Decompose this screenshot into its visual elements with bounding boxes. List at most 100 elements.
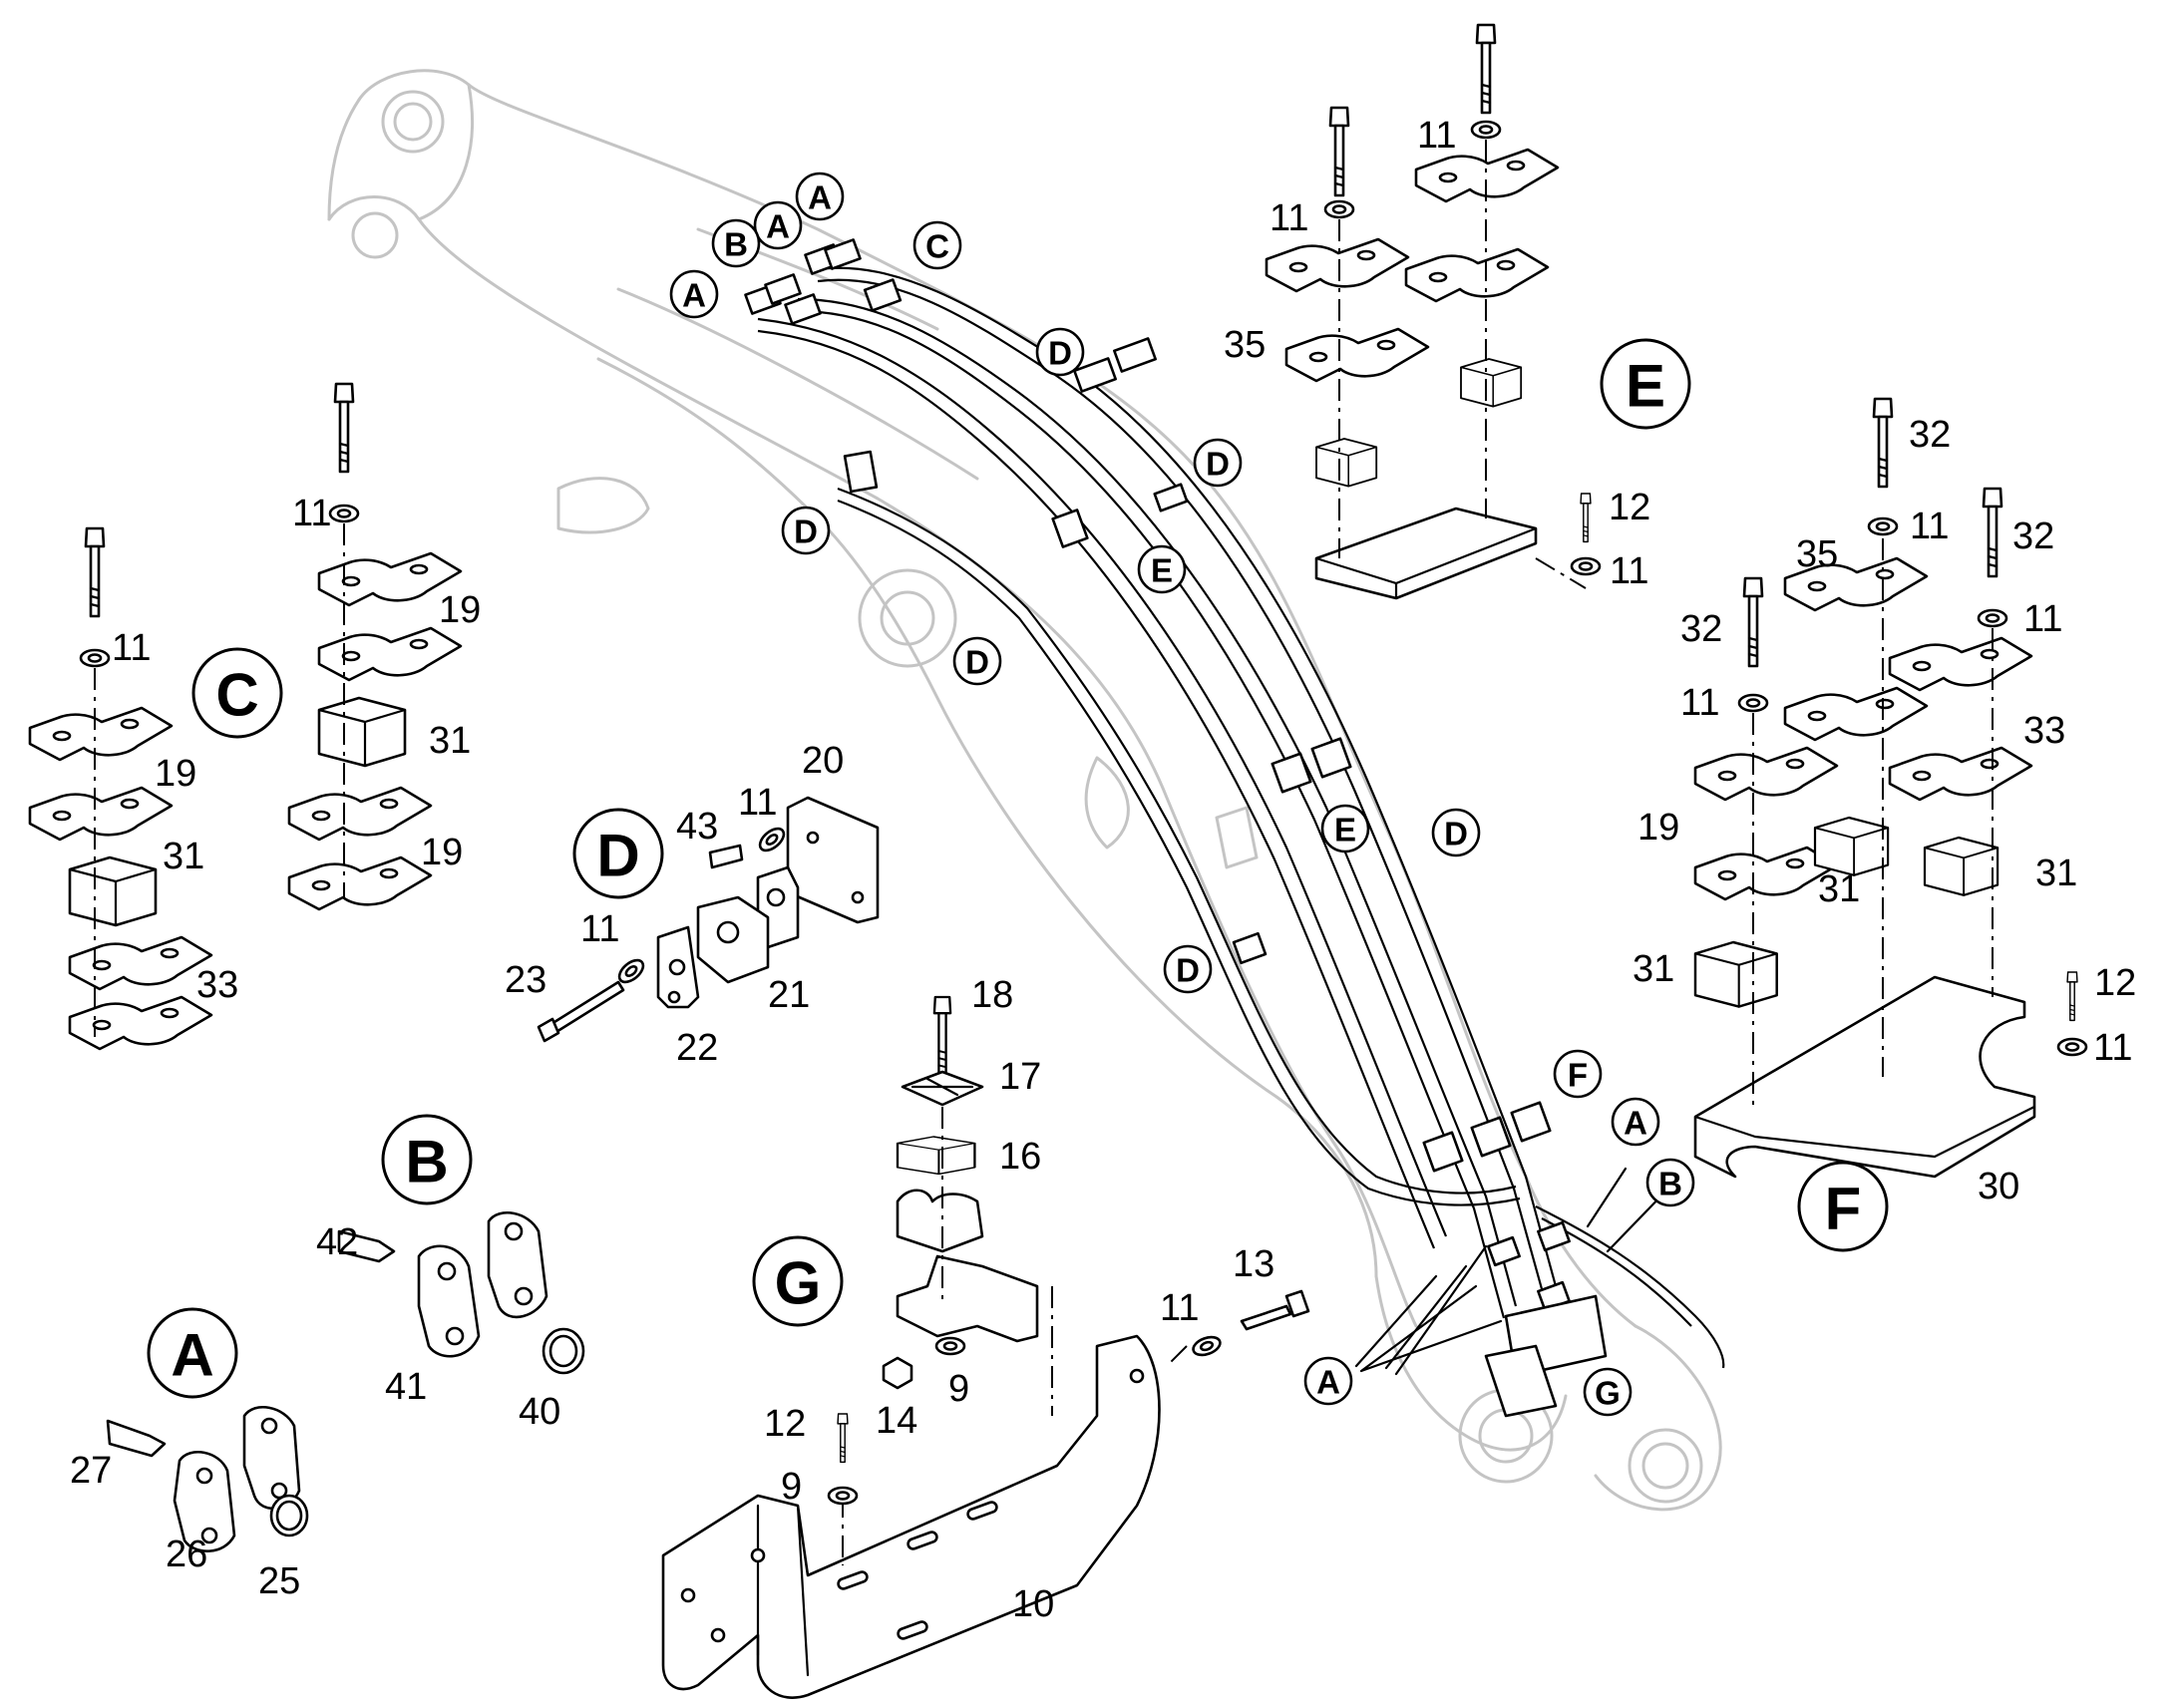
part-number: 35 [1796,533,1838,575]
callout-c-1: C [912,220,962,270]
svg-text:A: A [1624,1105,1647,1142]
callout-f-1: F [1553,1049,1603,1099]
part-number: 18 [971,974,1013,1016]
part-number: 19 [1637,807,1679,849]
part-number: 10 [1012,1583,1054,1625]
part-number: 40 [519,1391,560,1433]
part-number: 31 [1818,868,1860,910]
svg-text:D: D [596,823,639,889]
part-number: 41 [385,1366,427,1408]
part-number: 30 [1978,1166,2019,1207]
svg-text:A: A [1316,1364,1340,1401]
upper-hose-fittings [744,238,1608,1418]
part-number: 31 [163,836,204,877]
svg-text:C: C [215,662,258,729]
part-number: 11 [1417,115,1456,157]
part-number: 12 [1609,487,1650,528]
part-number: 12 [2094,962,2136,1004]
part-number: 31 [2035,853,2077,894]
svg-text:D: D [794,513,818,550]
part-number: 12 [764,1403,806,1445]
part-number: 11 [1680,682,1719,724]
part-number: 11 [738,782,777,824]
part-number: 19 [421,832,463,873]
group-label-e: E [1600,338,1691,430]
part-number: 22 [676,1027,718,1069]
part-number: 11 [292,493,331,534]
part-number: 43 [676,806,718,848]
group-a-flange-assembly [106,1406,309,1552]
svg-text:D: D [1176,952,1200,989]
part-number: 32 [2012,515,2054,557]
callout-e-1: E [1137,544,1187,594]
svg-text:D: D [1206,446,1230,483]
group-b-flange-assembly [337,1211,585,1375]
svg-text:A: A [682,277,706,314]
part-number: 23 [505,959,546,1001]
callout-b-1: B [711,218,761,268]
callout-e-2: E [1320,804,1370,854]
svg-text:G: G [1595,1375,1621,1412]
group-g-bracket-assembly [661,995,1310,1699]
part-number: 14 [876,1400,917,1442]
svg-text:B: B [405,1129,448,1196]
callout-d-5: D [1431,808,1481,857]
callout-d-3: D [781,506,831,555]
part-number-labels: 11 11 35 12 11 32 11 32 35 11 32 11 33 1… [70,115,2136,1625]
part-number: 31 [429,720,471,762]
part-number: 21 [768,974,810,1016]
part-number: 17 [999,1056,1041,1098]
part-number: 9 [781,1466,802,1508]
callout-a-1: A [795,171,845,221]
svg-text:G: G [775,1250,822,1317]
part-number: 26 [166,1534,207,1575]
svg-text:E: E [1626,353,1665,420]
svg-text:B: B [724,226,748,263]
part-number: 19 [155,753,196,795]
svg-text:C: C [925,228,949,265]
svg-text:A: A [766,208,790,245]
part-number: 11 [2093,1027,2132,1069]
callout-a-4: A [1611,1097,1660,1147]
group-label-g: G [752,1235,844,1327]
part-number: 11 [1610,550,1648,592]
part-number: 16 [999,1136,1041,1178]
part-number: 9 [948,1368,969,1410]
group-label-c: C [191,647,283,739]
callout-a-5: A [1303,1356,1353,1406]
part-number: 25 [258,1560,300,1602]
part-number: 11 [580,908,619,950]
svg-text:F: F [1568,1057,1588,1094]
group-label-f: F [1797,1161,1889,1252]
part-number: 19 [439,589,481,631]
callout-a-2: A [753,200,803,250]
group-c-clamp-assembly [28,382,463,1051]
group-e-clamp-assembly [1265,23,1602,600]
callout-d-2: D [1193,438,1243,488]
callout-a-3: A [669,269,719,319]
group-d-clip-assembly [537,796,880,1043]
group-label-b: B [381,1114,473,1205]
part-number: 11 [2023,598,2062,640]
part-number: 27 [70,1450,112,1492]
part-number: 31 [1633,948,1674,990]
svg-text:A: A [171,1322,213,1389]
svg-text:B: B [1658,1166,1682,1202]
part-number: 11 [1910,506,1949,547]
callout-d-1: D [1035,327,1085,377]
group-label-d: D [572,808,664,899]
part-number: 20 [802,740,844,782]
part-number: 33 [196,964,238,1006]
svg-text:D: D [1048,335,1072,372]
svg-text:D: D [965,644,989,681]
group-label-a: A [147,1307,238,1399]
callout-d-6: D [1163,944,1213,994]
part-number: 11 [112,627,151,669]
callout-d-4: D [952,636,1002,686]
hydraulic-lines [757,266,1725,1376]
svg-text:D: D [1444,816,1468,853]
svg-text:F: F [1825,1176,1862,1242]
callout-b-2: B [1645,1158,1695,1207]
svg-text:E: E [1334,812,1356,849]
